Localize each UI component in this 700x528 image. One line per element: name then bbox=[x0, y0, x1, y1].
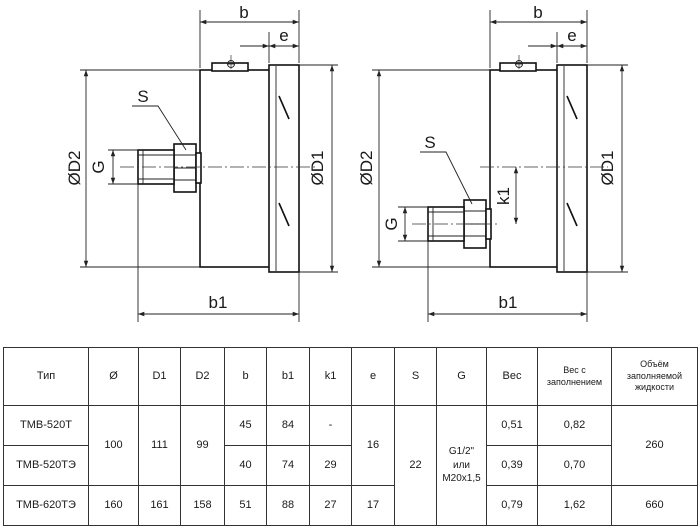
header-diameter: Ø bbox=[88, 347, 139, 406]
left-dim-d2-label: ØD2 bbox=[65, 151, 84, 186]
header-g: G bbox=[436, 347, 487, 406]
right-dim-s-label: S bbox=[424, 133, 435, 152]
cell-b: 40 bbox=[224, 445, 267, 486]
cell-weight-filled: 0,70 bbox=[537, 445, 612, 486]
cell-d1-merged: 111 bbox=[138, 405, 181, 486]
header-type: Тип bbox=[3, 347, 89, 406]
left-dim-b-label: b bbox=[239, 3, 248, 22]
cell-type: ТМВ-520Т bbox=[3, 405, 89, 446]
cell-e-merged: 16 bbox=[351, 405, 395, 486]
right-dim-k1-label: k1 bbox=[494, 187, 513, 205]
right-dim-b-label: b bbox=[533, 3, 542, 22]
g-thread-line2: или bbox=[452, 459, 470, 471]
cell-diameter: 160 bbox=[88, 485, 139, 526]
g-thread-line1: G1/2" bbox=[448, 446, 475, 458]
header-b: b bbox=[224, 347, 267, 406]
cell-type: ТМВ-520ТЭ bbox=[3, 445, 89, 486]
right-dim-e-label: e bbox=[567, 26, 576, 45]
table-row: ТМВ-620ТЭ 160 161 158 51 88 27 17 0,79 1… bbox=[3, 485, 698, 526]
header-d2: D2 bbox=[180, 347, 225, 406]
cell-k1: - bbox=[309, 405, 352, 446]
cell-s-merged: 22 bbox=[394, 405, 437, 526]
cell-d2-merged: 99 bbox=[180, 405, 225, 486]
cell-b1: 74 bbox=[266, 445, 310, 486]
cell-b: 51 bbox=[224, 485, 267, 526]
left-dim-g-label: G bbox=[89, 160, 108, 173]
table-row: ТМВ-520Т 100 111 99 45 84 - 16 22 G1/2" … bbox=[3, 405, 698, 526]
right-dim-b1-label: b1 bbox=[499, 293, 518, 312]
header-e: e bbox=[351, 347, 395, 406]
technical-drawing: b e ØD2 G ØD1 S b1 bbox=[65, 3, 628, 322]
cell-diameter-merged: 100 bbox=[88, 405, 139, 486]
right-dim-d1-label: ØD1 bbox=[598, 151, 617, 186]
header-s: S bbox=[394, 347, 437, 406]
cell-g-merged: G1/2" или M20x1,5 bbox=[436, 405, 487, 526]
cell-b1: 88 bbox=[266, 485, 310, 526]
left-gauge-housing bbox=[199, 69, 271, 268]
left-dim-d1-label: ØD1 bbox=[308, 151, 327, 186]
table-row: ТМВ-520ТЭ 40 74 29 0,39 0,70 bbox=[3, 445, 698, 486]
cell-weight: 0,39 bbox=[486, 445, 538, 486]
right-gauge-drawing: b e ØD2 G k1 ØD1 S b1 bbox=[357, 3, 628, 322]
cell-k1: 29 bbox=[309, 445, 352, 486]
g-thread-line3: M20x1,5 bbox=[442, 473, 481, 485]
left-gauge-bezel bbox=[268, 64, 300, 273]
header-d1: D1 bbox=[138, 347, 181, 406]
cell-d2: 158 bbox=[180, 485, 225, 526]
left-dim-e-label: e bbox=[279, 26, 288, 45]
cell-weight: 0,79 bbox=[486, 485, 538, 526]
cell-liquid-volume-merged: 260 bbox=[611, 405, 698, 486]
right-gauge-housing bbox=[489, 69, 559, 268]
header-b1: b1 bbox=[266, 347, 310, 406]
left-dim-b1-label: b1 bbox=[209, 293, 228, 312]
cell-weight: 0,51 bbox=[486, 405, 538, 446]
left-gauge-drawing: b e ØD2 G ØD1 S b1 bbox=[65, 3, 338, 322]
cell-k1: 27 bbox=[309, 485, 352, 526]
right-dim-g-label: G bbox=[382, 217, 401, 230]
header-weight-filled: Вес с заполнением bbox=[537, 347, 612, 406]
right-dim-d2-label: ØD2 bbox=[357, 151, 376, 186]
cell-b1: 84 bbox=[266, 405, 310, 446]
cell-d1: 161 bbox=[138, 485, 181, 526]
cell-weight-filled: 0,82 bbox=[537, 405, 612, 446]
cell-type: ТМВ-620ТЭ bbox=[3, 485, 89, 526]
header-k1: k1 bbox=[309, 347, 352, 406]
cell-liquid-volume: 660 bbox=[611, 485, 698, 526]
left-dim-s-label: S bbox=[137, 87, 148, 106]
right-gauge-bezel bbox=[556, 64, 588, 273]
cell-weight-filled: 1,62 bbox=[537, 485, 612, 526]
specifications-table: Тип Ø D1 D2 b b1 k1 e S G Вес Вес с запо… bbox=[3, 347, 698, 526]
header-liquid-volume: Объём заполняемой жидкости bbox=[611, 347, 698, 406]
cell-b: 45 bbox=[224, 405, 267, 446]
table-header-row: Тип Ø D1 D2 b b1 k1 e S G Вес Вес с запо… bbox=[3, 347, 698, 406]
header-weight: Вес bbox=[486, 347, 538, 406]
cell-e: 17 bbox=[351, 485, 395, 526]
